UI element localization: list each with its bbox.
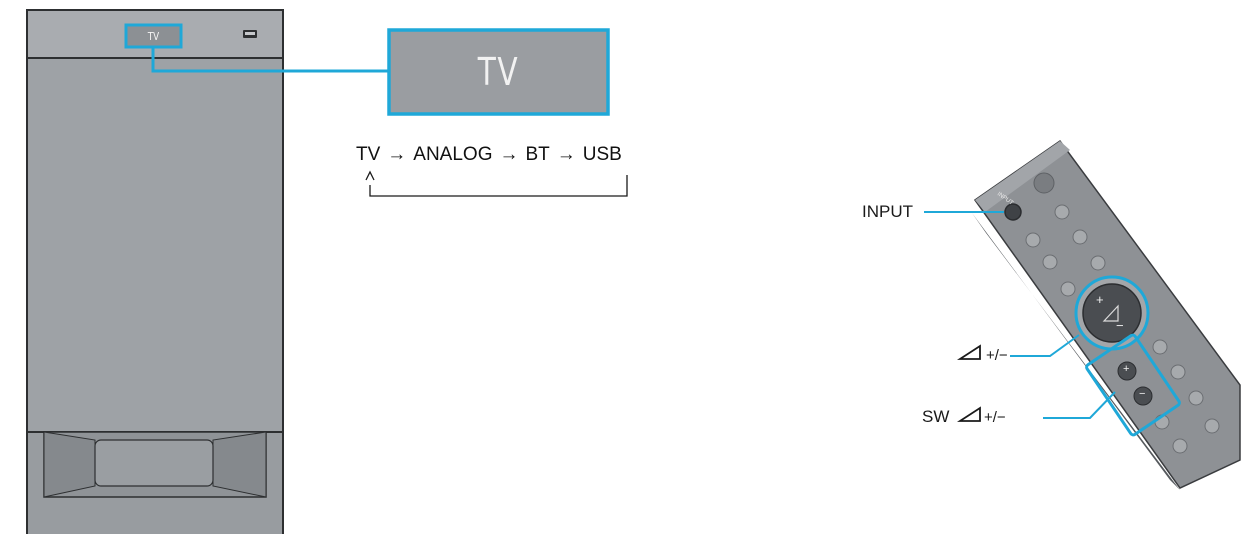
- remote-sw-minus: −: [1139, 388, 1146, 400]
- power-button: [1033, 172, 1055, 194]
- sw-volume-symbol-icon: [956, 406, 981, 422]
- cycle-arrow-icon: →: [387, 144, 407, 165]
- remote-sw-plus: +: [1123, 363, 1130, 375]
- cycle-return-line: [369, 175, 628, 197]
- input-cycle-sequence: TV → ANALOG → BT → USB: [356, 144, 622, 166]
- port-left-bevel: [43, 431, 96, 498]
- remote-control: [972, 139, 1241, 490]
- sw-volume-highlight: [1085, 333, 1181, 437]
- cycle-arrow-icon: →: [499, 144, 519, 165]
- remote-vol-minus: −: [1116, 318, 1124, 333]
- remote-vol-plus: +: [1096, 292, 1104, 307]
- volume-symbol-icon: [956, 344, 981, 360]
- sw-callout-line: [1043, 391, 1116, 419]
- cycle-return-arrowhead: [365, 170, 375, 181]
- cycle-item-analog: ANALOG: [413, 144, 493, 165]
- display-connector-line: [151, 47, 391, 73]
- input-callout-label: INPUT: [862, 202, 913, 221]
- large-display-highlight: [387, 28, 610, 116]
- cycle-item-bt: BT: [525, 144, 550, 165]
- volume-icon: [1102, 304, 1119, 322]
- sw-plus-button: [1117, 361, 1137, 381]
- speaker-unit: [26, 9, 284, 534]
- volume-callout-line: [1010, 334, 1080, 357]
- small-display-text: TV: [147, 29, 160, 43]
- port-right-bevel: [212, 431, 267, 498]
- cycle-item-usb: USB: [582, 144, 622, 165]
- sw-minus-button: [1133, 386, 1153, 406]
- speaker-body: [26, 57, 284, 433]
- sw-callout-prefix: SW: [922, 407, 950, 426]
- sw-callout-label: +/−: [984, 409, 1006, 426]
- port-center-panel: [94, 439, 214, 487]
- cycle-arrow-icon: →: [556, 144, 576, 165]
- input-button: [1004, 203, 1022, 221]
- volume-callout-label: +/−: [986, 347, 1008, 364]
- cycle-item-tv: TV: [356, 144, 381, 165]
- large-display-text: TV: [477, 50, 520, 94]
